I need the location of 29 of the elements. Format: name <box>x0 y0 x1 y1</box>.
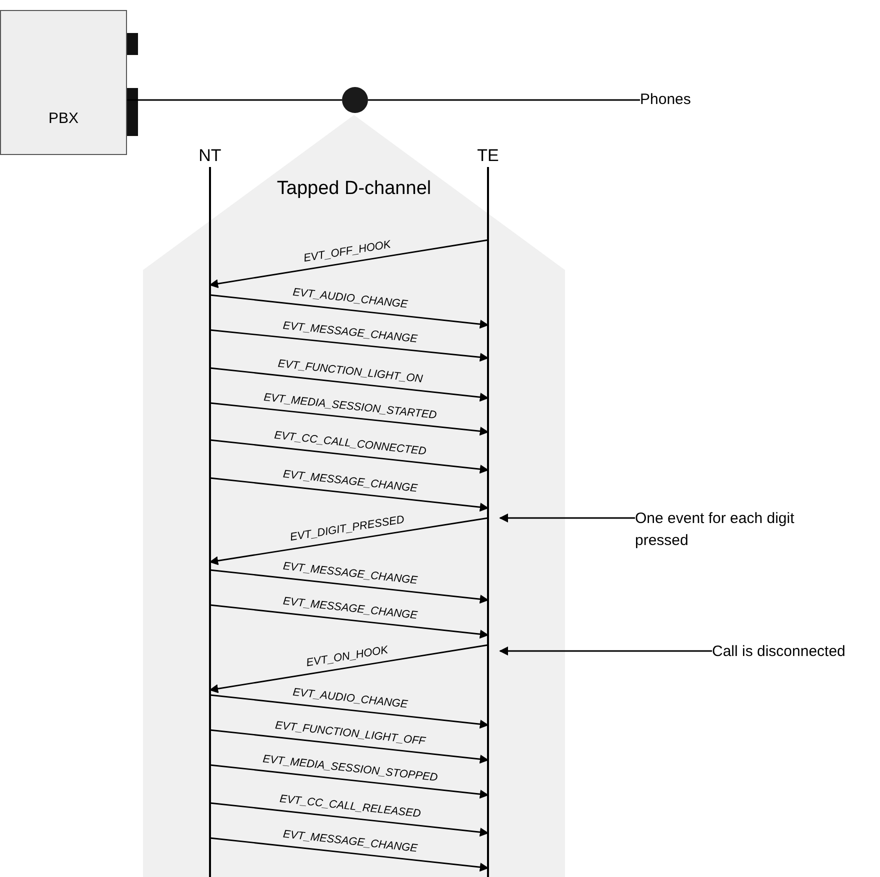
message-arrow <box>210 604 489 639</box>
node-label: PBX <box>48 108 78 128</box>
lifeline-label: TE <box>477 145 499 167</box>
message-arrow <box>210 837 489 872</box>
arrow <box>499 514 635 522</box>
message-arrow <box>210 764 489 799</box>
pbx-box <box>0 10 127 155</box>
message-arrow <box>210 329 489 362</box>
annotation-text: Call is disconnected <box>712 641 862 663</box>
message-arrow <box>209 517 488 566</box>
message-arrow <box>210 569 489 604</box>
line <box>368 99 640 101</box>
annotation-text: Phones <box>640 89 700 111</box>
message-arrow <box>210 294 489 329</box>
band-label: Tapped D-channel <box>276 177 432 201</box>
message-arrow <box>210 402 489 436</box>
message-arrow <box>210 477 489 512</box>
message-arrow <box>210 439 489 474</box>
message-arrow <box>209 239 488 288</box>
message-arrow <box>210 367 489 402</box>
annotation-text: One event for each digit pressed <box>635 508 825 552</box>
message-arrow <box>210 729 489 764</box>
message-arrow <box>210 802 489 837</box>
message-arrow <box>209 644 488 694</box>
message-arrow <box>210 694 489 729</box>
channel-band <box>143 115 565 877</box>
lifeline-label: NT <box>198 145 222 167</box>
arrow <box>499 646 712 656</box>
line <box>127 99 342 101</box>
